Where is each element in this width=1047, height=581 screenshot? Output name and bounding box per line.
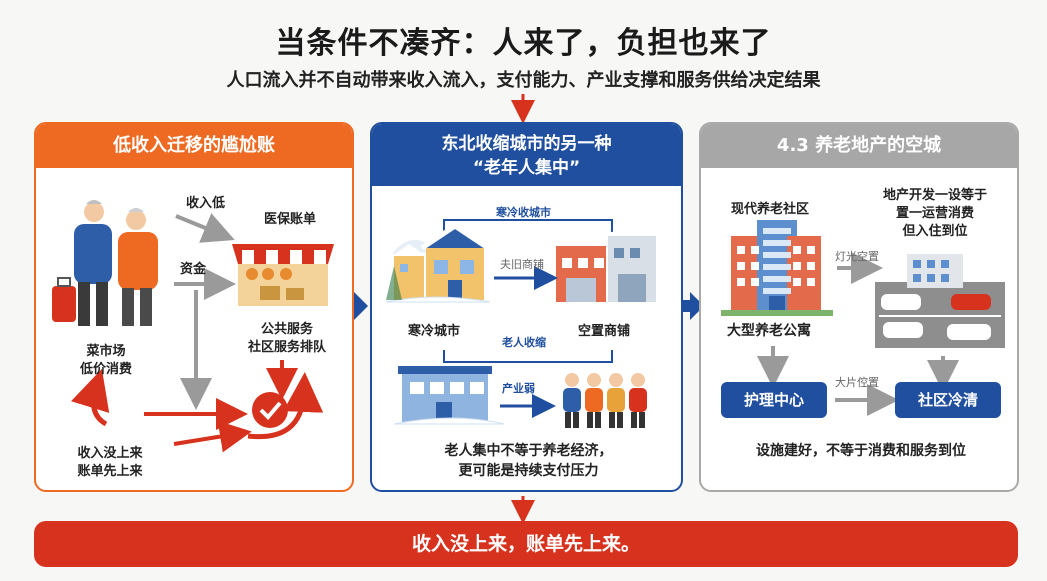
panel-elderly-realestate: 4.3 养老地产的空城 (699, 122, 1019, 492)
label-modern-community: 现代养老社区 (731, 202, 810, 217)
label-weak-industry: 产业弱 (502, 382, 535, 395)
elderly-group-icon (563, 373, 647, 428)
label-public-service: 公共服务 (260, 322, 313, 337)
panel-title-line2: “老年人集中” (472, 158, 581, 178)
label-market: 菜市场 (86, 344, 126, 359)
label-lost-shops: 夫旧商铺 (500, 258, 544, 271)
panel-northeast-shrinking-cities: 东北收缩城市的另一种 “老年人集中” (370, 122, 683, 492)
arrow-right-left-middle (340, 292, 368, 320)
panel-title-northeast: 东北收缩城市的另一种 “老年人集中” (372, 124, 681, 186)
panel-title-line1: 东北收缩城市的另一种 (441, 134, 612, 154)
caption-line1: 老人集中不等于养老经济， (444, 443, 613, 459)
label-dev-line1: 地产开发一设等于 (882, 188, 987, 203)
community-quiet-badge: 社区冷清 (895, 382, 1001, 418)
snowy-house-icon (385, 222, 491, 303)
left-illustration (52, 200, 334, 453)
label-elderly: 老人收缩 (502, 336, 546, 349)
market-stall-icon (232, 244, 334, 306)
caption-line2: 更可能是持续支付压力 (458, 463, 599, 479)
label-dev-line2: 置一运营消费 (895, 206, 974, 221)
label-low-consumption: 低价消费 (79, 362, 132, 377)
label-community-queue: 社区服务排队 (247, 340, 326, 355)
label-vacant-shops: 空置商铺 (578, 324, 631, 339)
page-title: 当条件不凑齐：人来了，负担也来了 (275, 26, 772, 61)
middle-illustration (385, 219, 660, 428)
apartment-building-icon (721, 220, 833, 316)
caption-facilities: 设施建好，不等于消费和服务到位 (756, 443, 966, 459)
check-circle-icon (252, 392, 288, 428)
label-income-not-up: 收入没上来 (77, 446, 143, 461)
old-building-icon (393, 366, 505, 425)
panel-title-low-income: 低收入迁移的尴尬账 (36, 124, 352, 168)
label-mass-vacant: 大片倥置 (835, 376, 879, 389)
label-medical-bill: 医保账单 (264, 212, 317, 227)
label-cold-city-top: 寒冷收城市 (496, 206, 551, 219)
label-large-apartment: 大型养老公寓 (727, 323, 811, 339)
label-bills-first: 账单先上来 (77, 464, 143, 479)
label-income-low: 收入低 (186, 196, 226, 211)
empty-parking-lot-icon (875, 254, 1005, 348)
page-subtitle: 人口流入并不自动带来收入流入，支付能力、产业支撑和服务供给决定结果 (226, 70, 821, 91)
panel-low-income-migration: 低收入迁移的尴尬账 (34, 122, 354, 492)
nursing-center-badge: 护理中心 (721, 382, 827, 418)
right-illustration (721, 220, 1005, 416)
vacant-shops-icon (552, 222, 660, 302)
elderly-couple-icon (52, 200, 158, 326)
label-cold-city: 寒冷城市 (408, 324, 461, 339)
conclusion-banner: 收入没上来，账单先上来。 (34, 521, 1018, 567)
arrow-right-middle-right (676, 292, 704, 320)
label-dev-line3: 但入住到位 (902, 224, 968, 239)
label-lights-vacant: 灯光空置 (835, 250, 879, 263)
label-funds: 资金 (180, 262, 207, 277)
panel-title-elderly-realestate: 4.3 养老地产的空城 (701, 124, 1017, 168)
